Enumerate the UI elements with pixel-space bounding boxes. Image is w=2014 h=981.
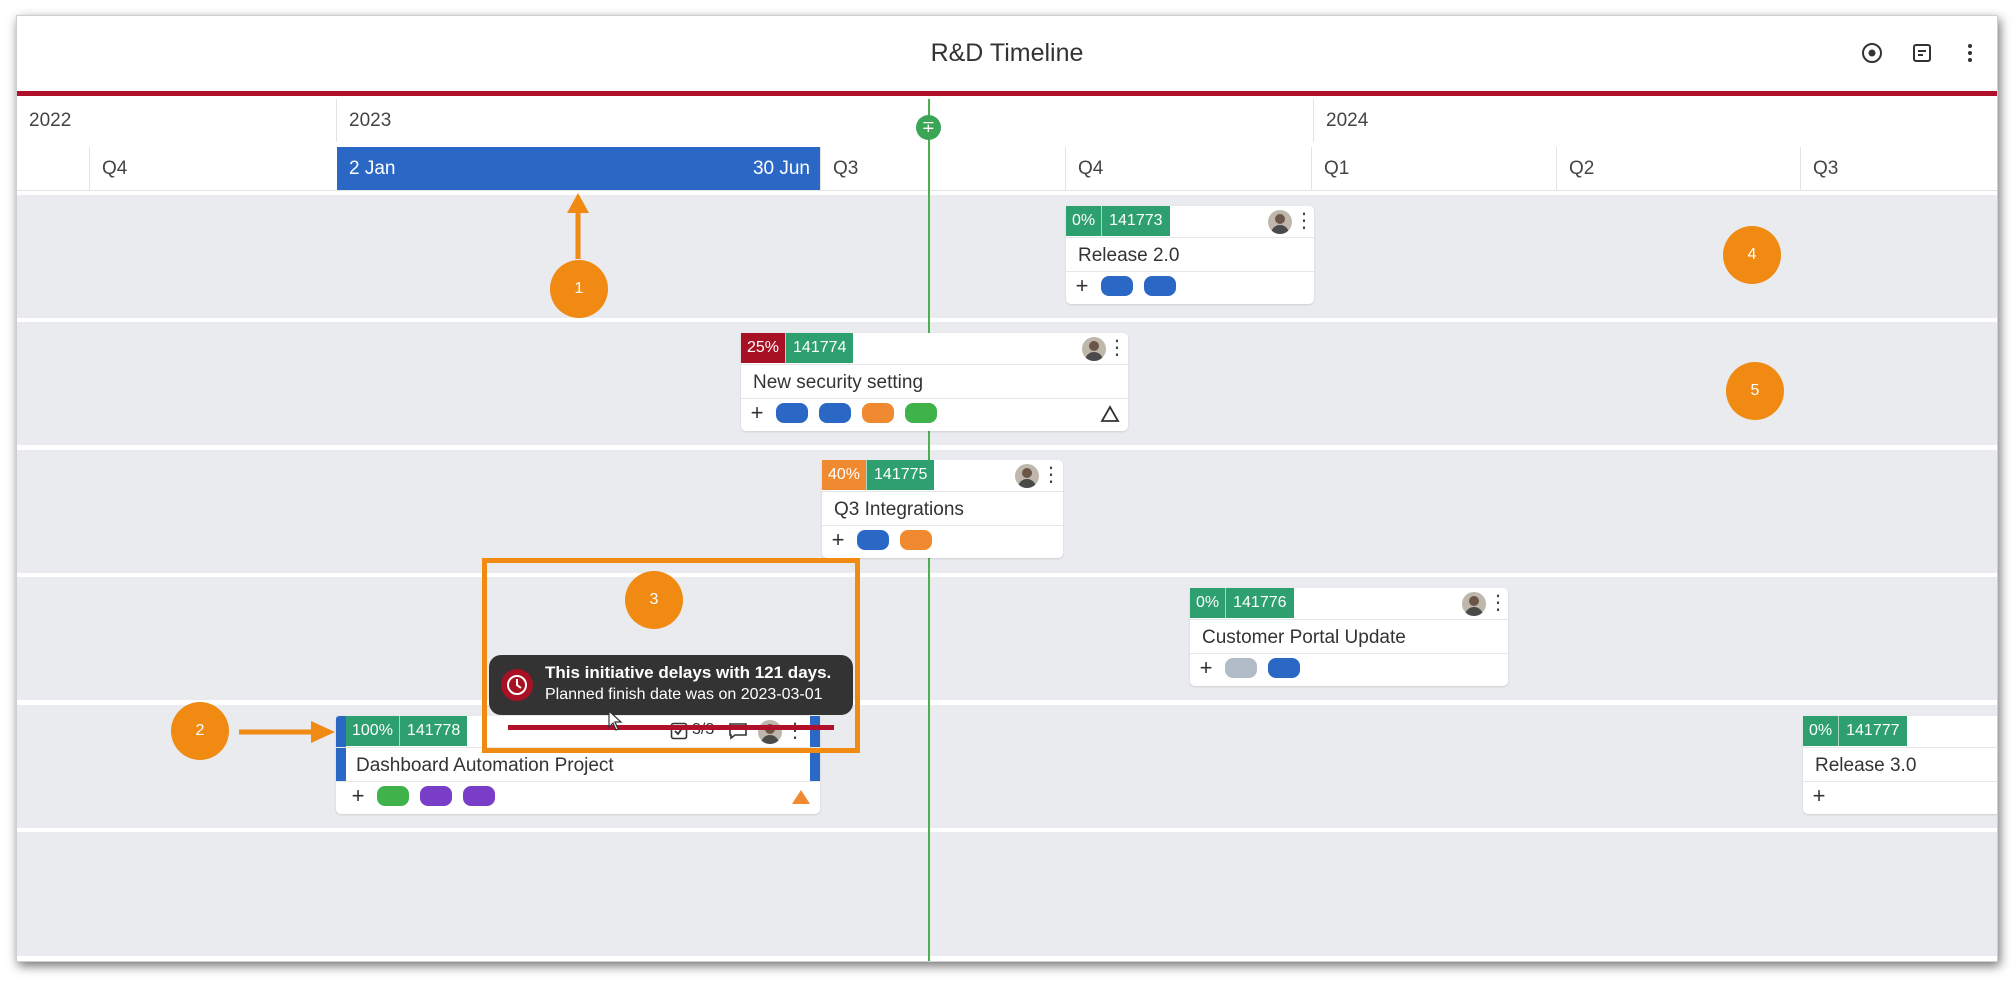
card-menu-icon[interactable]: ⋮ <box>1488 592 1508 614</box>
quarter-label: Q4 <box>89 147 337 190</box>
clock-icon <box>501 669 533 701</box>
swimlane-row <box>17 832 1997 956</box>
highlight-box <box>482 558 860 753</box>
initiative-id: 141774 <box>785 333 854 363</box>
avatar[interactable] <box>1015 464 1039 488</box>
initiative-id: 141773 <box>1101 206 1170 236</box>
quarter-label: Q2 <box>1556 147 1800 190</box>
progress-badge: 0% <box>1066 206 1102 236</box>
initiative-card[interactable]: 40% 141775 ⋮ Q3 Integrations + <box>822 460 1063 558</box>
initiative-card[interactable]: 0% 141777 Release 3.0 + <box>1803 716 1997 814</box>
tag-pill[interactable] <box>463 786 495 806</box>
mouse-cursor-icon <box>608 710 623 731</box>
tooltip-line-1: This initiative delays with 121 days. <box>545 663 832 682</box>
progress-badge: 40% <box>822 460 867 490</box>
initiative-id: 141777 <box>1838 716 1907 746</box>
year-label: 2024 <box>1313 99 1368 142</box>
quarter-label: Q3 <box>820 147 1065 190</box>
initiative-title[interactable]: Customer Portal Update <box>1202 627 1406 648</box>
tag-pill[interactable] <box>776 403 808 423</box>
quarter-label: Q3 <box>1800 147 1997 190</box>
warning-outline-icon <box>1100 405 1120 422</box>
tag-pill[interactable] <box>1268 658 1300 678</box>
tag-pill[interactable] <box>862 403 894 423</box>
progress-badge: 0% <box>1803 716 1839 746</box>
app-window: R&D Timeline 2022 2023 2024 Q4 Q3 Q4 Q1 … <box>16 15 1998 962</box>
notes-icon[interactable] <box>1907 38 1937 68</box>
tag-pill[interactable] <box>857 530 889 550</box>
initiative-title[interactable]: Release 2.0 <box>1078 245 1180 266</box>
delay-tooltip: This initiative delays with 121 days. Pl… <box>489 655 853 715</box>
year-label: 2022 <box>29 110 72 131</box>
tag-pill[interactable] <box>905 403 937 423</box>
today-marker-icon[interactable]: ∓ <box>916 115 941 140</box>
delay-bar <box>508 725 834 730</box>
quarter-label: Q1 <box>1311 147 1556 190</box>
tag-pill[interactable] <box>420 786 452 806</box>
tag-pill[interactable] <box>819 403 851 423</box>
year-label: 2023 <box>336 99 391 142</box>
header-bar: R&D Timeline <box>17 16 1997 90</box>
add-icon[interactable]: + <box>750 400 764 425</box>
add-icon[interactable]: + <box>831 527 845 552</box>
card-menu-icon[interactable]: ⋮ <box>1041 464 1061 486</box>
initiative-title[interactable]: New security setting <box>753 372 924 393</box>
avatar[interactable] <box>1462 592 1486 616</box>
annotation-bubble: 1 <box>550 260 608 318</box>
initiative-card[interactable]: 100% 141778 3/3 ⋮ Dashboard Automation P… <box>336 716 820 814</box>
avatar[interactable] <box>1082 337 1106 361</box>
swimlane-row <box>17 577 1997 700</box>
annotation-bubble: 3 <box>625 571 683 629</box>
tag-pill[interactable] <box>377 786 409 806</box>
initiative-title[interactable]: Release 3.0 <box>1815 755 1917 776</box>
annotation-bubble: 4 <box>1723 226 1781 284</box>
progress-badge: 100% <box>346 716 399 746</box>
avatar[interactable] <box>758 720 782 744</box>
initiative-id: 141775 <box>866 460 935 490</box>
more-menu-icon[interactable] <box>1955 38 1985 68</box>
annotation-bubble: 5 <box>1726 362 1784 420</box>
initiative-card[interactable]: 0% 141776 ⋮ Customer Portal Update + <box>1190 588 1508 686</box>
initiative-card[interactable]: 0% 141773 ⋮ Release 2.0 + <box>1066 206 1314 304</box>
page-title: R&D Timeline <box>930 39 1084 67</box>
target-icon[interactable] <box>1857 38 1887 68</box>
quarter-label: Q4 <box>1065 147 1311 190</box>
warning-icon <box>792 790 810 804</box>
tooltip-line-2: Planned finish date was on 2023-03-01 <box>545 686 823 703</box>
tag-pill[interactable] <box>900 530 932 550</box>
initiative-id: 141776 <box>1225 588 1294 618</box>
timeline-years: 2022 2023 2024 <box>17 99 1997 142</box>
add-icon[interactable]: + <box>351 783 365 808</box>
progress-badge: 0% <box>1190 588 1226 618</box>
avatar[interactable] <box>1268 210 1292 234</box>
initiative-title[interactable]: Dashboard Automation Project <box>356 755 614 776</box>
selected-date-range[interactable]: 2 Jan 30 Jun <box>337 147 820 190</box>
resize-handle-left[interactable] <box>336 716 346 781</box>
range-end-label: 30 Jun <box>752 158 810 179</box>
tag-pill[interactable] <box>1144 276 1176 296</box>
delay-indicator-line <box>17 91 1997 96</box>
arrow-up-icon <box>567 193 589 259</box>
add-icon[interactable]: + <box>1812 783 1826 808</box>
card-menu-icon[interactable]: ⋮ <box>1294 210 1314 232</box>
tag-pill[interactable] <box>1101 276 1133 296</box>
annotation-bubble: 2 <box>171 702 229 760</box>
swimlane-row <box>17 195 1997 318</box>
initiative-title[interactable]: Q3 Integrations <box>834 499 964 520</box>
tag-pill[interactable] <box>1225 658 1257 678</box>
initiative-id: 141778 <box>398 716 468 746</box>
add-icon[interactable]: + <box>1075 273 1089 298</box>
range-start-label: 2 Jan <box>349 158 396 179</box>
timeline-quarters: Q4 Q3 Q4 Q1 Q2 Q3 <box>17 147 1997 191</box>
progress-badge: 25% <box>741 333 786 363</box>
add-icon[interactable]: + <box>1199 655 1213 680</box>
card-menu-icon[interactable]: ⋮ <box>1107 337 1127 359</box>
initiative-card[interactable]: 25% 141774 ⋮ New security setting + <box>741 333 1128 431</box>
arrow-right-icon <box>239 721 335 743</box>
